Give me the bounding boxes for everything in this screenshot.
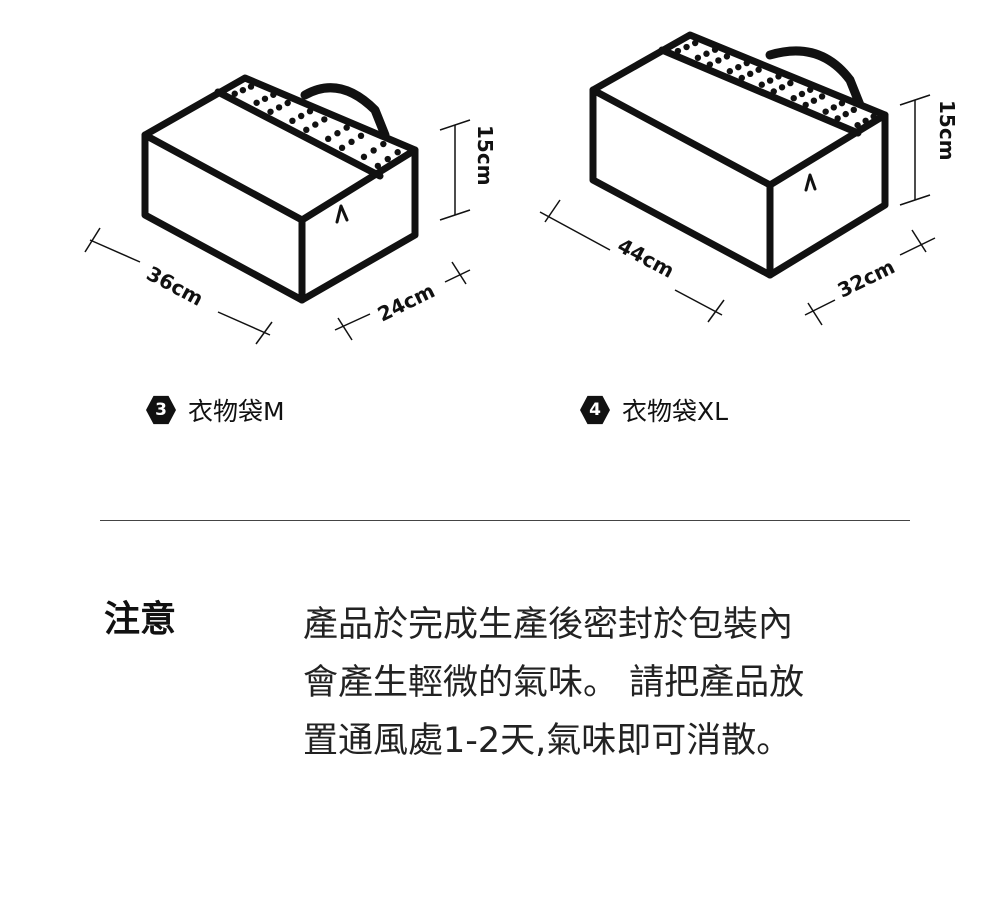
mesh-dot: [787, 79, 794, 87]
mesh-dot: [298, 112, 305, 120]
mesh-dot: [324, 135, 332, 143]
mesh-dot: [306, 108, 314, 115]
note-line: 會產生輕微的氣味。 請把產品放: [303, 663, 805, 703]
mesh-dot: [830, 104, 837, 111]
product-label-xl: 4 衣物袋XL: [580, 392, 728, 428]
mesh-dot: [275, 104, 283, 111]
mesh-dot: [343, 124, 350, 131]
note-title: 注意: [104, 599, 177, 640]
mesh-dot: [384, 155, 391, 163]
mesh-dot: [770, 88, 777, 95]
mesh-dot: [261, 95, 269, 102]
mesh-dot: [231, 90, 238, 97]
mesh-dot: [253, 99, 260, 106]
mesh-dot: [834, 115, 841, 122]
mesh-dot: [790, 94, 797, 102]
bag-xl-height-label: 15cm: [935, 100, 959, 161]
bag-xl-length-label: 44cm: [614, 233, 679, 283]
product-label-m: 3 衣物袋M: [146, 392, 285, 428]
bag-m-height-label: 15cm: [473, 125, 497, 186]
mesh-dot: [239, 86, 247, 94]
mesh-dot: [284, 99, 291, 107]
mesh-dot: [289, 117, 296, 125]
mesh-dot: [775, 73, 782, 80]
mesh-dot: [683, 43, 690, 51]
mesh-dot: [818, 93, 826, 100]
bag-m-dimensions: [84, 119, 471, 345]
mesh-dot: [380, 140, 387, 148]
mesh-dot: [838, 99, 846, 107]
number-badge: 3: [146, 395, 176, 425]
mesh-dot: [338, 144, 346, 152]
mesh-dot: [360, 153, 368, 161]
number-badge: 4: [580, 395, 610, 425]
note-line: 產品於完成生產後密封於包裝內: [303, 605, 794, 645]
bag-m-illustration: [141, 74, 419, 304]
mesh-dot: [854, 121, 861, 129]
mesh-dot: [726, 68, 734, 75]
mesh-dot: [715, 57, 722, 64]
mesh-dot: [723, 53, 731, 60]
bag-m-width-label: 24cm: [374, 278, 439, 326]
mesh-dot: [374, 162, 382, 170]
mesh-dot: [810, 97, 818, 104]
mesh-dot: [778, 84, 786, 91]
mesh-dot: [247, 83, 255, 90]
mesh-dot: [694, 54, 702, 61]
mesh-dot: [394, 149, 401, 156]
mesh-dot: [357, 132, 365, 140]
mesh-dot: [691, 39, 699, 47]
mesh-dot: [334, 130, 341, 137]
bag-xl-dimensions: [539, 94, 936, 326]
mesh-dot: [755, 66, 762, 73]
mesh-dot: [674, 47, 682, 55]
mesh-dot: [758, 81, 765, 88]
mesh-dot: [738, 74, 746, 82]
bag-diagrams: 36cm 24cm 15cm 44cm 32cm 15cm: [84, 31, 959, 345]
mesh-dot: [312, 121, 319, 128]
note-body: 產品於完成生產後密封於包裝內 會產生輕微的氣味。 請把產品放 置通風處1-2天,…: [303, 596, 923, 770]
mesh-dot: [703, 50, 710, 57]
mesh-dot: [822, 108, 829, 115]
divider: [100, 520, 910, 521]
mesh-dot: [348, 138, 355, 146]
mesh-dot: [802, 101, 809, 109]
product-name: 衣物袋M: [188, 397, 285, 426]
mesh-dot: [850, 106, 857, 114]
mesh-dot: [735, 63, 742, 71]
mesh-dot: [766, 77, 774, 84]
bag-m-length-label: 36cm: [143, 261, 208, 311]
mesh-dot: [743, 59, 750, 67]
mesh-dot: [270, 91, 277, 98]
mesh-dot: [862, 117, 869, 125]
mesh-dot: [706, 61, 714, 68]
mesh-dot: [267, 108, 274, 115]
mesh-dot: [747, 70, 754, 78]
bag-xl-illustration: [589, 31, 889, 279]
mesh-dot: [798, 90, 806, 98]
mesh-dot: [370, 147, 377, 154]
mesh-dot: [711, 46, 719, 53]
mesh-dot: [870, 113, 877, 120]
product-name: 衣物袋XL: [622, 397, 729, 426]
mesh-dot: [842, 110, 849, 118]
mesh-dot: [303, 126, 310, 134]
mesh-dot: [807, 86, 814, 93]
note-line: 置通風處1-2天,氣味即可消散。: [303, 721, 792, 761]
mesh-dot: [321, 116, 328, 123]
bag-xl-width-label: 32cm: [834, 254, 899, 302]
